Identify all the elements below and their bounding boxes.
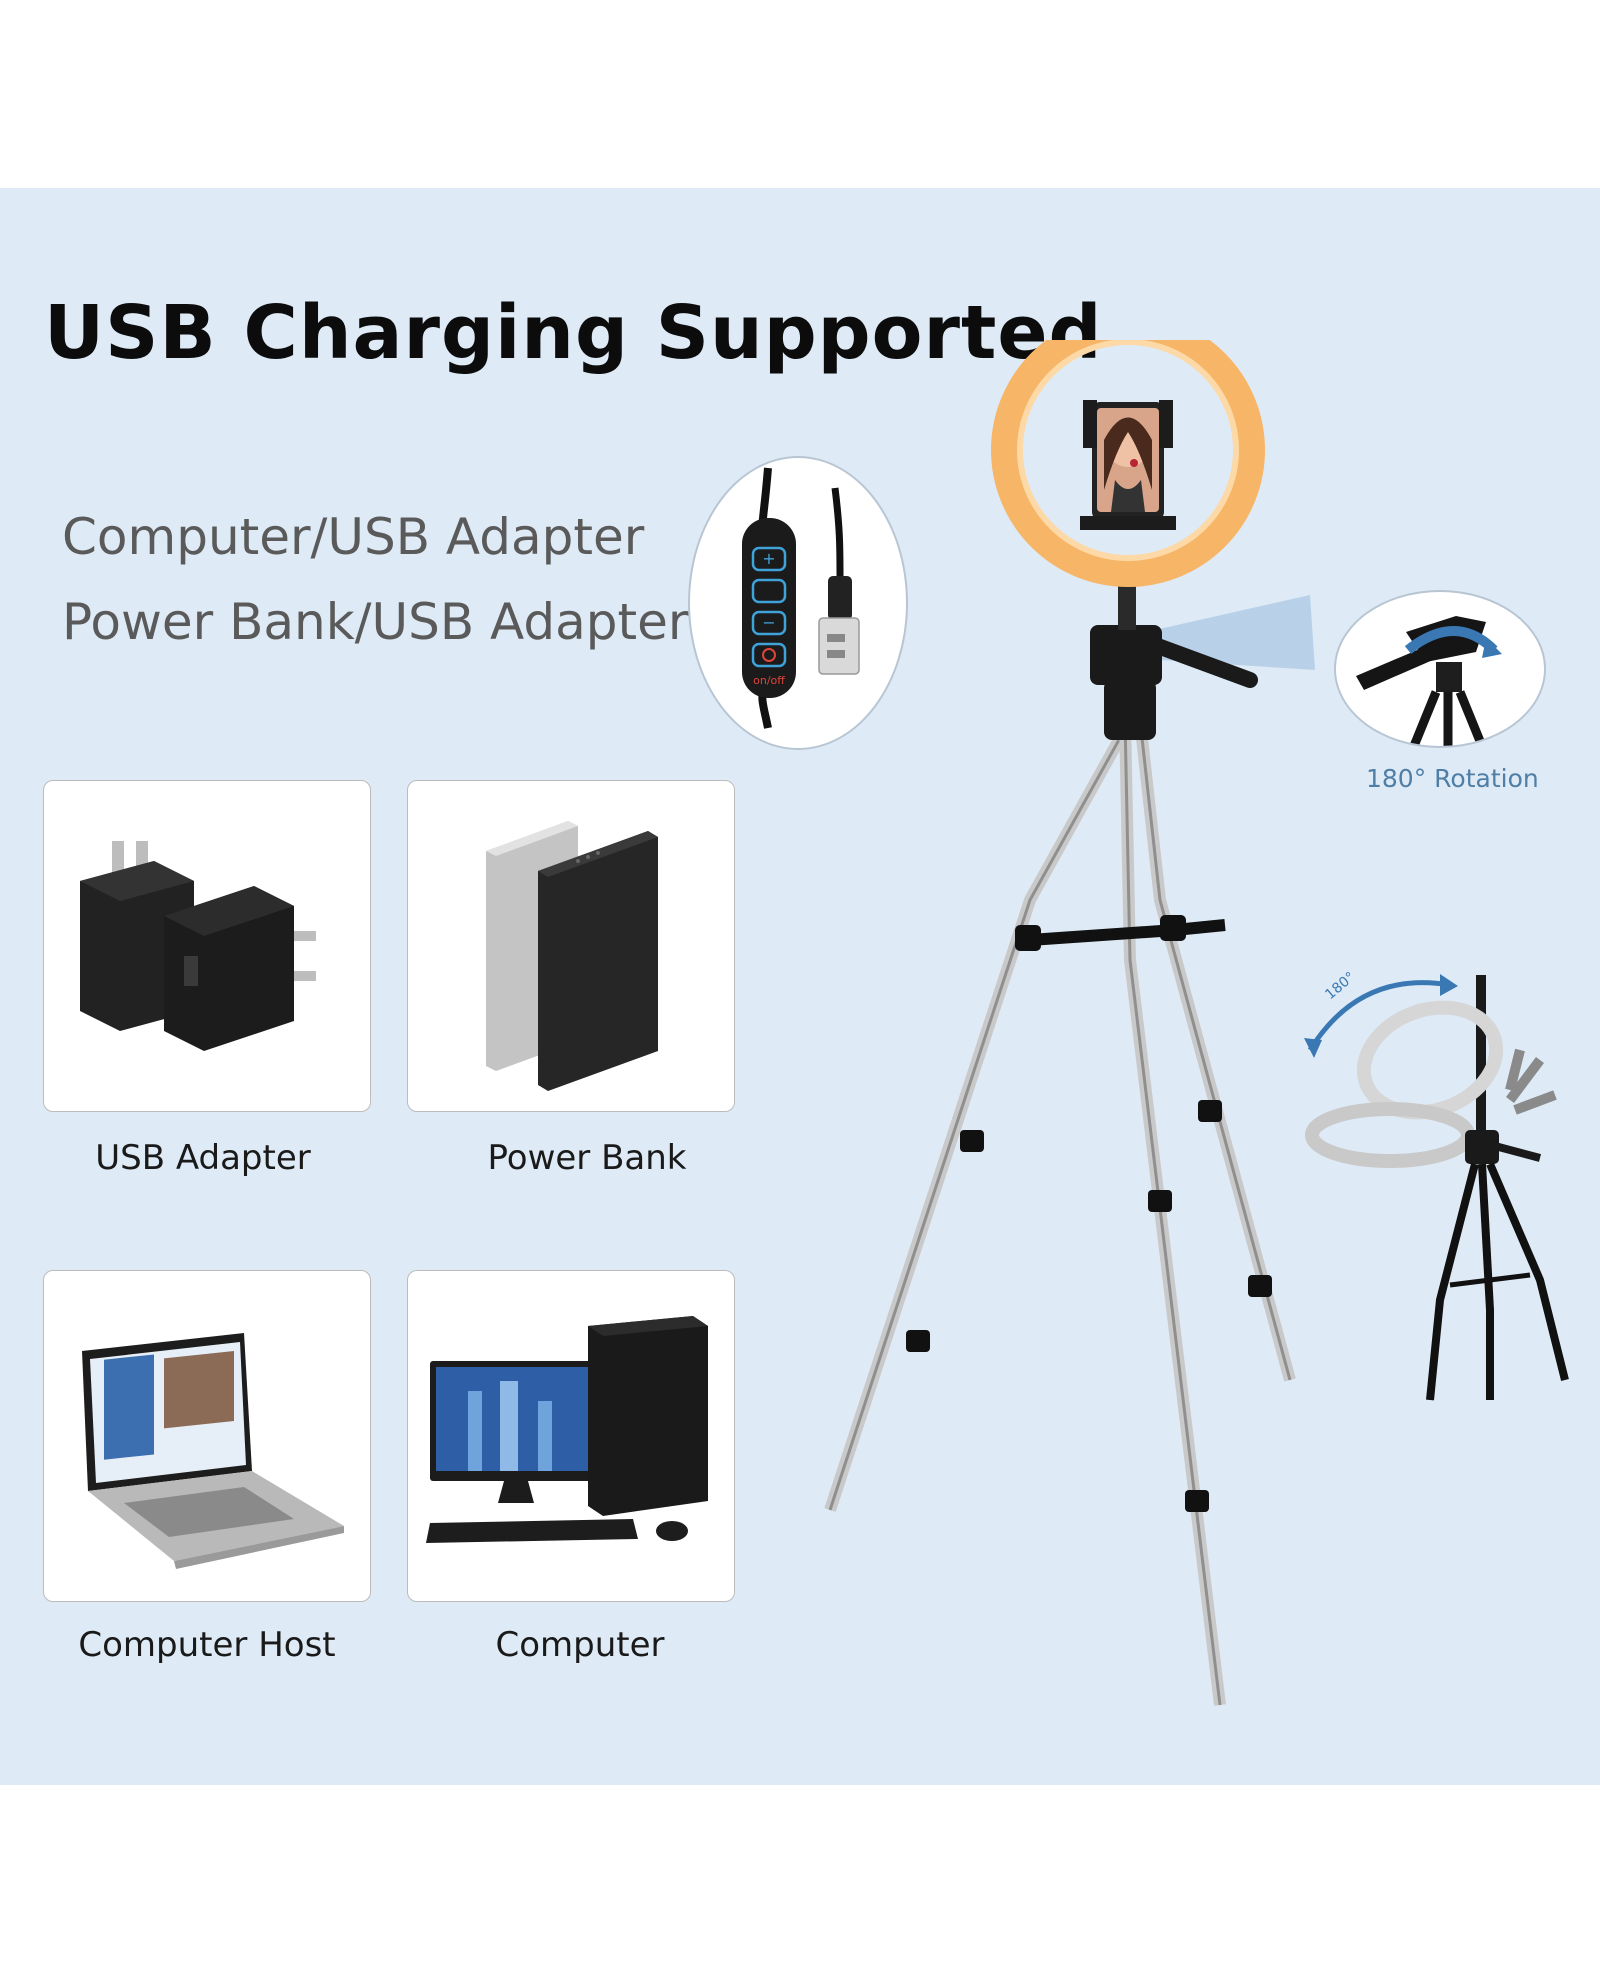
card-label-power-bank: Power Bank xyxy=(487,1138,687,1178)
power-button-label: on/off xyxy=(753,674,785,687)
tilt-angle-diagram: 180° xyxy=(1304,969,1569,1401)
card-computer-host xyxy=(43,1270,371,1602)
desktop-computer-icon xyxy=(426,1316,708,1543)
svg-text:+: + xyxy=(762,549,775,568)
source-line-power-bank: Power Bank/USB Adapter xyxy=(62,593,689,651)
usb-adapter-icon xyxy=(80,841,316,1051)
card-computer xyxy=(407,1270,735,1602)
controller-oval: + − on/off xyxy=(688,456,908,750)
card-usb-adapter xyxy=(43,780,371,1112)
remote-controller-icon: + − on/off xyxy=(742,467,860,729)
tripod-head-oval xyxy=(1334,590,1546,748)
source-line-computer: Computer/USB Adapter xyxy=(62,508,645,566)
laptop-icon xyxy=(82,1333,344,1569)
rotation-label: 180° Rotation xyxy=(1366,764,1539,793)
card-label-computer-host: Computer Host xyxy=(78,1625,336,1665)
svg-text:−: − xyxy=(762,613,775,632)
page-title: USB Charging Supported xyxy=(44,290,1103,376)
ring-light-tripod-illustration xyxy=(824,340,1315,1706)
power-bank-icon xyxy=(486,821,658,1091)
card-label-usb-adapter: USB Adapter xyxy=(95,1138,311,1178)
card-label-computer: Computer xyxy=(495,1625,665,1665)
card-power-bank xyxy=(407,780,735,1112)
tilt-angle-label: 180° xyxy=(1322,969,1358,1003)
pan-head-icon xyxy=(1356,616,1502,746)
